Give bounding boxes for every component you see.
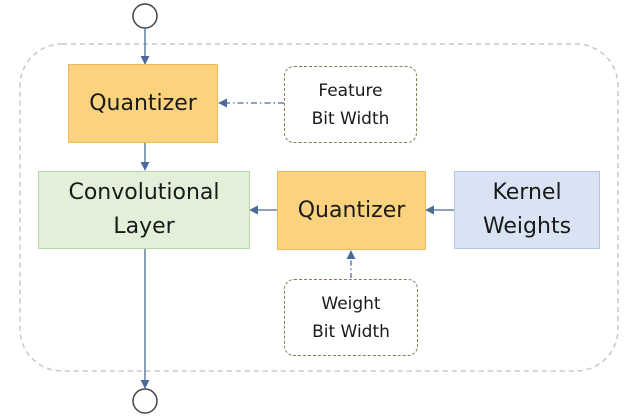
conv-layer-line1: Convolutional <box>68 180 220 205</box>
quantizer-weight-label: Quantizer <box>297 198 406 223</box>
quantizer-weight-box: Quantizer <box>277 171 426 250</box>
feature-bit-width-line1: Feature <box>318 80 383 101</box>
conv-layer-line2: Layer <box>113 214 175 239</box>
input-terminal <box>132 3 158 29</box>
weight-bit-width-line2: Bit Width <box>312 321 390 342</box>
kernel-weights-line1: Kernel <box>492 180 562 205</box>
conv-layer-box: Convolutional Layer <box>38 171 250 249</box>
kernel-weights-box: Kernel Weights <box>454 171 600 249</box>
quantizer-feature-label: Quantizer <box>89 91 197 116</box>
feature-bit-width-line2: Bit Width <box>311 108 390 129</box>
output-terminal <box>132 388 158 414</box>
weight-bit-width-line1: Weight <box>321 293 381 314</box>
module-container <box>19 43 619 372</box>
kernel-weights-line2: Weights <box>482 214 572 239</box>
quantizer-feature-box: Quantizer <box>68 64 218 143</box>
weight-bit-width-box: Weight Bit Width <box>284 279 418 356</box>
feature-bit-width-box: Feature Bit Width <box>284 66 417 143</box>
